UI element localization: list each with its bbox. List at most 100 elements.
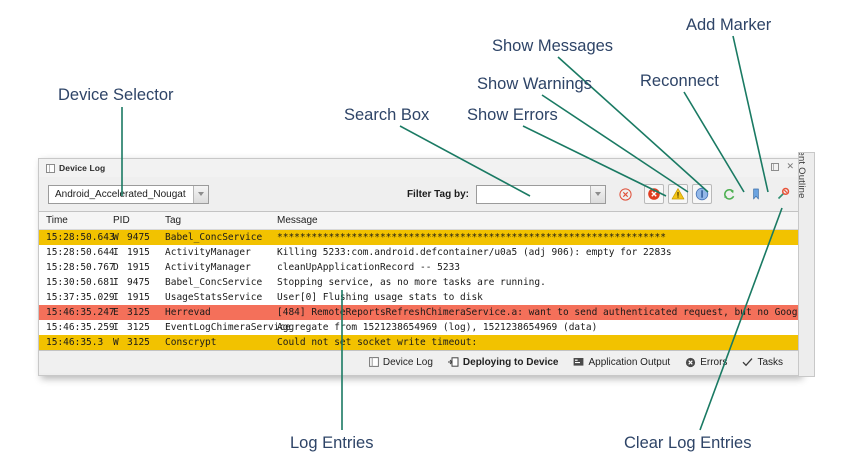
log-cell-message: [484] RemoteReportsRefreshChimeraService… xyxy=(277,307,799,318)
log-cell-pid: 1915 xyxy=(127,247,150,258)
status-item-label: Device Log xyxy=(382,356,433,368)
log-cell-level: I xyxy=(113,247,119,258)
log-cell-pid: 3125 xyxy=(127,337,150,348)
search-input[interactable] xyxy=(476,184,606,204)
show-warnings-icon[interactable] xyxy=(668,184,688,204)
status-bar: Device Log Deploying to Device Application… xyxy=(39,351,799,373)
log-cell-pid: 3125 xyxy=(127,322,150,333)
close-icon[interactable]: ✕ xyxy=(786,161,794,171)
document-outline-label: Document Outline xyxy=(798,153,807,199)
window-title-group: Device Log xyxy=(46,163,105,173)
log-cell-time: 15:46:35.247 xyxy=(46,307,115,318)
log-cell-pid: 9475 xyxy=(127,232,150,243)
log-cell-time: 15:28:50.644 xyxy=(46,247,115,258)
log-cell-pid: 3125 xyxy=(127,307,150,318)
log-cell-level: I xyxy=(113,277,119,288)
minimize-button[interactable] xyxy=(771,162,780,171)
annotation-label-add-marker: Add Marker xyxy=(686,16,772,34)
log-cell-pid: 9475 xyxy=(127,277,150,288)
device-selector[interactable]: Android_Accelerated_Nougat xyxy=(48,184,209,204)
status-item-deploying-to-device[interactable]: Deploying to Device xyxy=(447,356,559,368)
log-cell-level: W xyxy=(113,232,119,243)
log-cell-message: Aggregate from 1521238654969 (log), 1521… xyxy=(277,322,598,333)
status-items-container: Device Log Deploying to Device Application… xyxy=(368,356,783,368)
device-log-panel-icon xyxy=(46,163,55,173)
log-cell-message: Stopping service, as no more tasks are r… xyxy=(277,277,546,288)
log-cell-tag: Babel_ConcService xyxy=(165,232,263,243)
log-cell-pid: 1915 xyxy=(127,262,150,273)
log-cell-message: Killing 5233:com.android.defcontainer/u0… xyxy=(277,247,672,258)
status-item-errors[interactable]: Errors xyxy=(685,357,727,368)
log-cell-time: 15:30:50.681 xyxy=(46,277,115,288)
reconnect-icon[interactable] xyxy=(719,184,739,204)
search-input-value xyxy=(477,186,590,203)
status-item-label: Tasks xyxy=(757,356,783,368)
log-cell-time: 15:28:50.767 xyxy=(46,262,115,273)
log-cell-tag: Conscrypt xyxy=(165,337,217,348)
log-cell-tag: EventLogChimeraService xyxy=(165,322,291,333)
log-cell-level: D xyxy=(113,262,119,273)
annotation-label-device-selector: Device Selector xyxy=(58,86,174,104)
log-toolbar: Android_Accelerated_Nougat Filter Tag by… xyxy=(39,177,799,211)
log-cell-tag: ActivityManager xyxy=(165,247,251,258)
annotation-label-log-entries: Log Entries xyxy=(290,434,374,452)
window-title: Device Log xyxy=(59,163,106,173)
log-cell-time: 15:46:35.259 xyxy=(46,322,115,333)
annotation-label-reconnect: Reconnect xyxy=(640,72,719,90)
chevron-down-icon[interactable] xyxy=(192,185,208,203)
app-output-icon xyxy=(573,357,584,367)
log-cell-time: 15:28:50.643 xyxy=(46,232,115,243)
status-item-label: Errors xyxy=(700,356,728,368)
log-cell-level: I xyxy=(113,322,119,333)
window-controls: ✕ xyxy=(771,162,794,171)
column-header-message[interactable]: Message xyxy=(277,215,318,226)
log-cell-message: ****************************************… xyxy=(277,232,666,243)
show-errors-icon[interactable] xyxy=(644,184,664,204)
annotation-label-search-box: Search Box xyxy=(344,106,430,124)
status-item-label: Deploying to Device xyxy=(462,356,559,368)
status-item-label: Application Output xyxy=(588,356,671,368)
status-item-device-log[interactable]: Device Log xyxy=(368,356,433,368)
log-cell-time: 15:37:35.029 xyxy=(46,292,115,303)
add-marker-icon[interactable] xyxy=(746,184,766,204)
errors-icon xyxy=(685,357,696,368)
toolbar-right-group: Filter Tag by: xyxy=(407,177,793,211)
search-chevron-down-icon[interactable] xyxy=(590,185,605,203)
show-messages-icon[interactable] xyxy=(692,184,712,204)
status-item-tasks[interactable]: Tasks xyxy=(742,357,783,368)
device-log-icon xyxy=(368,357,379,367)
column-header-tag[interactable]: Tag xyxy=(165,215,182,226)
log-cell-level: E xyxy=(113,307,119,318)
annotation-label-show-warnings: Show Warnings xyxy=(477,75,592,93)
column-header-pid[interactable]: PID xyxy=(113,215,130,226)
annotation-label-clear-log-entries: Clear Log Entries xyxy=(624,434,752,452)
clear-filter-icon[interactable] xyxy=(615,184,635,204)
document-outline-tab[interactable]: Document Outline xyxy=(798,152,815,377)
log-cell-message: User[0] Flushing usage stats to disk xyxy=(277,292,483,303)
status-item-application-output[interactable]: Application Output xyxy=(573,357,670,368)
log-cell-message: Could not set socket write timeout: xyxy=(277,337,478,348)
deploy-icon xyxy=(447,357,459,367)
log-table-header: Time PID Tag Message xyxy=(39,212,799,230)
log-cell-tag: UsageStatsService xyxy=(165,292,263,303)
log-cell-level: W xyxy=(113,337,119,348)
annotation-label-show-errors: Show Errors xyxy=(467,106,558,124)
clear-log-icon[interactable] xyxy=(773,184,793,204)
device-log-window: Device Log ✕ Android_Accelerated_Nougat … xyxy=(38,158,800,376)
log-cell-level: I xyxy=(113,292,119,303)
log-cell-pid: 1915 xyxy=(127,292,150,303)
device-selector-value: Android_Accelerated_Nougat xyxy=(55,188,186,200)
log-cell-tag: Herrevad xyxy=(165,307,211,318)
log-cell-tag: Babel_ConcService xyxy=(165,277,263,288)
column-header-time[interactable]: Time xyxy=(46,215,68,226)
